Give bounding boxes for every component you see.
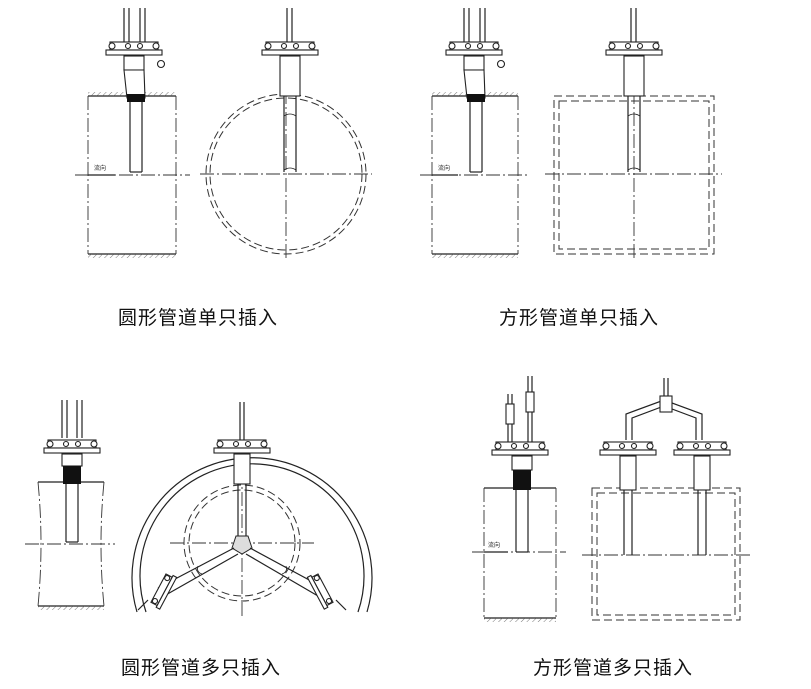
duct-side-view-4: 流向	[472, 376, 566, 622]
flow-arrow-1: 流向	[88, 164, 115, 176]
caption-square-single: 方形管道单只插入	[499, 307, 660, 329]
duct-cross-section	[545, 8, 722, 260]
caption-square-multi: 方形管道多只插入	[533, 657, 694, 679]
probe-side	[105, 8, 166, 173]
flow-arrow-2: 流向	[432, 164, 458, 176]
round-single-diagram: 流向	[75, 8, 372, 258]
caption-round-multi: 圆形管道多只插入	[121, 657, 282, 679]
flow-label: 流向	[438, 164, 450, 172]
flow-label: 流向	[488, 541, 500, 549]
probe-side-2	[445, 8, 506, 173]
square-single-diagram: 流向	[420, 8, 722, 260]
flow-label: 流向	[94, 164, 106, 172]
caption-round-single: 圆形管道单只插入	[118, 307, 279, 329]
duct-multi-cross-section	[582, 378, 750, 621]
round-multi-diagram	[25, 400, 373, 616]
pipe-side-view-3	[25, 400, 115, 610]
multi-probe-cross-section	[131, 402, 373, 616]
pipe-cross-section	[200, 8, 372, 258]
square-multi-diagram: 流向	[472, 376, 750, 622]
